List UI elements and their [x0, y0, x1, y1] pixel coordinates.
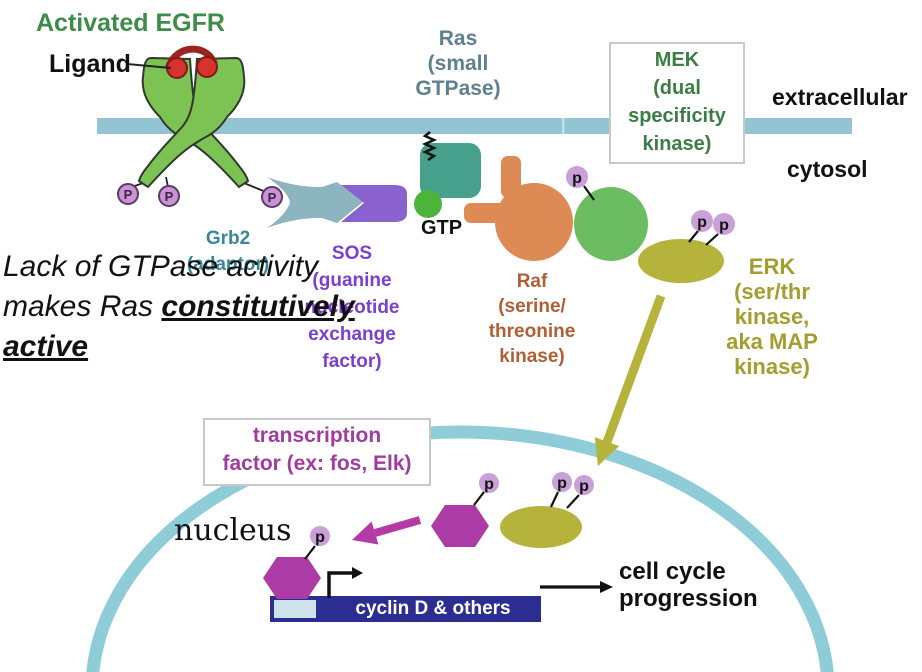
transcription-factor-hexagon-on-gene	[263, 557, 321, 599]
grb2-label: Grb2 (adaptor)	[186, 228, 270, 275]
erk-in-nucleus-shape	[500, 506, 582, 548]
transcription-start-arrow	[327, 567, 363, 598]
cell-cycle-arrow	[540, 581, 613, 593]
annotation-line3: active	[3, 330, 89, 363]
erk-translocation-arrow	[594, 294, 666, 466]
phosphate-letter: p	[557, 475, 567, 492]
ligand-label: Ligand	[49, 50, 131, 78]
membrane-seam	[562, 118, 565, 134]
ras-shape	[420, 143, 481, 198]
sos-shape	[341, 185, 407, 222]
ligand-pointer-line	[126, 63, 172, 69]
annotation-line1: Lack of GTPase activity	[3, 250, 319, 283]
egfr-receptor	[126, 45, 250, 189]
gene-label: cyclin D & others	[355, 598, 511, 619]
tf-activation-arrow	[352, 516, 422, 545]
phosphate-letter: p	[315, 529, 325, 546]
nuclear-envelope	[86, 425, 834, 672]
phosphate-letter: P	[165, 189, 174, 204]
phosphate-letter: p	[484, 476, 494, 493]
sos-label: SOS (guanine nucleotide exchange factor)	[304, 243, 400, 372]
cell-cycle-label: cell cycle progression	[619, 558, 758, 612]
phosphate-letter: p	[572, 170, 582, 187]
ras-label: Ras (small GTPase)	[415, 27, 501, 100]
gtp-molecule	[414, 190, 442, 218]
phosphate-letter: P	[268, 190, 277, 205]
extracellular-label: extracellular	[772, 84, 908, 110]
nucleus-label: nucleus	[174, 513, 292, 548]
transcription-factor-hexagon	[431, 505, 489, 547]
mek-shape	[574, 187, 648, 261]
handwritten-annotation: Lack of GTPase activity makes Ras consti…	[3, 247, 355, 367]
annotation-line2: makes Ras constitutively	[3, 290, 355, 323]
egfr-monomer-right	[137, 56, 246, 189]
transcription-factor-label-box: transcription factor (ex: fos, Elk)	[203, 418, 431, 486]
mek-label-box: MEK (dual specificity kinase)	[609, 42, 745, 164]
raf-shape	[464, 156, 573, 261]
phosphate-letter: P	[124, 187, 133, 202]
raf-label: Raf (serine/ threonine kinase)	[488, 271, 576, 367]
promoter-box	[272, 598, 318, 620]
erk-label: ERK (ser/thr kinase, aka MAP kinase)	[726, 254, 818, 379]
lipid-anchor-squiggle	[421, 131, 438, 162]
grb2-shape	[267, 177, 363, 228]
gtp-label: GTP	[421, 217, 463, 239]
phosphate-lines	[304, 185, 719, 560]
phosphate-letter: p	[697, 214, 707, 231]
activated-egfr-label: Activated EGFR	[36, 9, 225, 37]
receptor-phosphates: P P P	[117, 183, 283, 208]
ligand-molecule	[196, 56, 218, 78]
pathway-phosphates: p p p p p p p	[310, 166, 735, 546]
phosphate-letter: p	[579, 478, 589, 495]
phosphate-letter: p	[719, 217, 729, 234]
erk-shape	[638, 239, 724, 283]
cytosol-label: cytosol	[787, 156, 868, 182]
